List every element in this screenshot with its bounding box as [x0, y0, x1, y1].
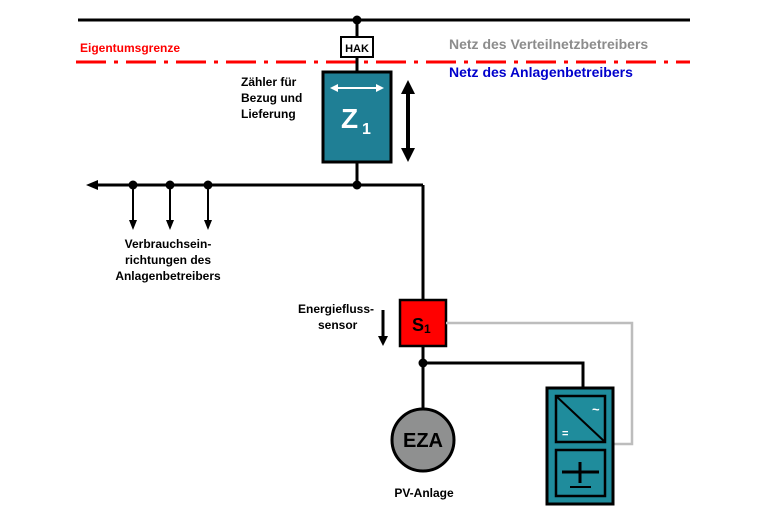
zaehler-label-line-2: Bezug und — [241, 91, 302, 105]
netz-anlagen-label: Netz des Anlagenbetreibers — [449, 64, 633, 80]
bus-junction-meter — [352, 180, 362, 190]
inverter-icon: ~ = — [554, 394, 607, 444]
sensor-letter: S — [412, 315, 424, 335]
pv-anlage-label: PV-Anlage — [394, 486, 454, 500]
sensor-flow-arrow-icon — [378, 310, 388, 346]
meter-index: 1 — [362, 121, 371, 138]
netz-vnb-label: Netz des Verteilnetzbetreibers — [449, 36, 648, 52]
meter-letter: Z — [341, 103, 358, 134]
inverter-battery-unit: ~ = — [545, 386, 615, 506]
top-junction-dot — [352, 15, 362, 25]
consumer-branches — [128, 180, 213, 230]
inverter-ac-symbol: ~ — [592, 402, 600, 417]
verbraucher-label-line-3: Anlagenbetreibers — [115, 269, 221, 283]
zaehler-label-line-3: Lieferung — [241, 107, 296, 121]
generation-unit-icon: EZA — [390, 407, 456, 473]
energy-meter-icon: Z 1 — [321, 70, 393, 164]
eigentumsgrenze-label: Eigentumsgrenze — [80, 41, 180, 55]
sensor-label-line-2: sensor — [318, 318, 358, 332]
zaehler-label-line-1: Zähler für — [241, 75, 297, 89]
hak-box: HAK — [340, 36, 374, 58]
eza-label: EZA — [403, 430, 443, 452]
inverter-dc-symbol: = — [562, 428, 568, 440]
hak-label: HAK — [345, 43, 369, 55]
sensor-signal-line — [446, 321, 634, 446]
bidirectional-flow-arrow-icon — [401, 80, 415, 162]
bus-left-arrow-icon — [86, 180, 98, 190]
verbraucher-label-line-1: Verbrauchsein- — [125, 237, 212, 251]
inverter-branch-wire — [423, 361, 585, 388]
energy-flow-sensor-icon: S 1 — [398, 298, 448, 348]
sensor-label-line-1: Energiefluss- — [298, 302, 374, 316]
battery-icon — [554, 448, 607, 498]
sensor-index: 1 — [424, 322, 431, 336]
verbraucher-label-line-2: richtungen des — [125, 253, 211, 267]
